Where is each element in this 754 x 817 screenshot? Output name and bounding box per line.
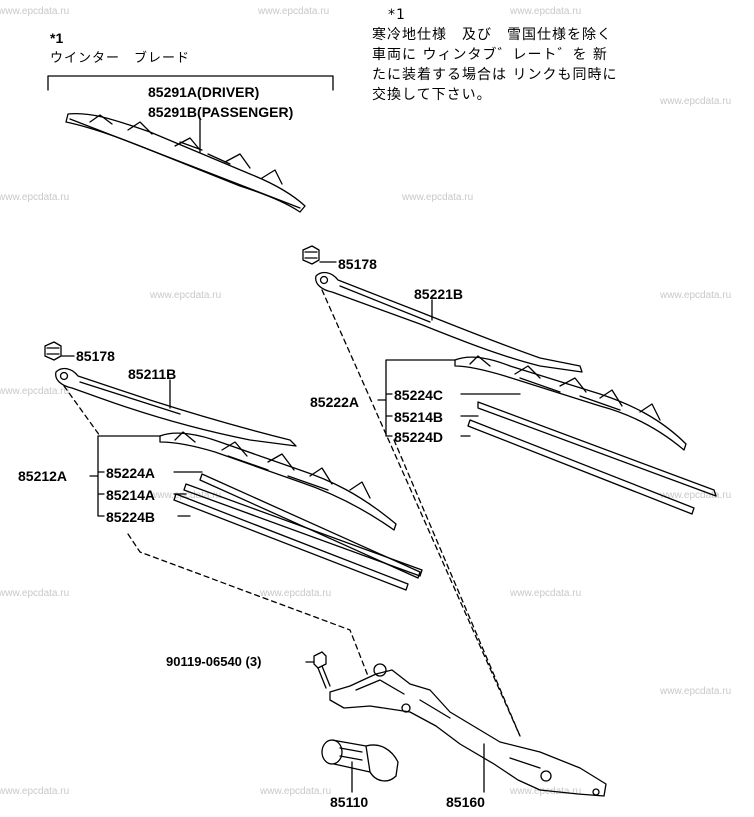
note-line-4: 交換して下さい。 <box>372 87 492 103</box>
part-85222a[interactable]: 85222A <box>310 394 360 410</box>
watermark: www.epcdata.ru <box>402 192 474 203</box>
part-85178-left[interactable]: 85178 <box>76 348 115 364</box>
part-85214b[interactable]: 85214B <box>394 409 444 425</box>
note-marker: *1 <box>388 7 406 23</box>
guide-line-left <box>127 533 369 677</box>
bolt-illustration <box>313 651 331 689</box>
note-line-3: たに装着する場合は リンクも同時に <box>372 67 618 83</box>
watermark: www.epcdata.ru <box>150 490 222 501</box>
rubber-strip-right-2 <box>467 419 695 515</box>
arm-right-illustration <box>315 271 583 373</box>
watermark: www.epcdata.ru <box>258 6 330 17</box>
watermark: www.epcdata.ru <box>510 786 582 797</box>
guide-line-right-2 <box>393 439 521 737</box>
part-85211b[interactable]: 85211B <box>128 366 177 382</box>
watermark: www.epcdata.ru <box>660 490 732 501</box>
watermark: www.epcdata.ru <box>510 6 582 17</box>
cap-left-illustration <box>44 341 62 361</box>
rubber-strip-left-1 <box>199 473 421 579</box>
watermark: www.epcdata.ru <box>660 686 732 697</box>
part-85291b-passenger[interactable]: 85291B(PASSENGER) <box>148 104 294 120</box>
cap-right-illustration <box>302 245 320 265</box>
part-85212a[interactable]: 85212A <box>18 468 68 484</box>
part-85160[interactable]: 85160 <box>446 794 485 810</box>
watermark: www.epcdata.ru <box>0 588 70 599</box>
winter-blade-illustration <box>65 112 306 213</box>
part-85224c[interactable]: 85224C <box>394 387 444 403</box>
watermark: www.epcdata.ru <box>510 588 582 599</box>
part-85291a-driver[interactable]: 85291A(DRIVER) <box>148 84 260 100</box>
watermark: www.epcdata.ru <box>260 786 332 797</box>
rubber-strip-left-3 <box>173 493 409 591</box>
watermark: www.epcdata.ru <box>0 192 70 203</box>
guide-line-left-arm <box>63 385 101 437</box>
winter-blade-title: ウインター ブレード <box>50 51 191 66</box>
arm-left-illustration <box>55 367 297 447</box>
winter-blade-marker: *1 <box>50 30 64 46</box>
part-85214a[interactable]: 85214A <box>106 487 156 503</box>
motor-illustration <box>321 739 399 782</box>
watermark: www.epcdata.ru <box>260 588 332 599</box>
part-85178-right[interactable]: 85178 <box>338 256 377 272</box>
note-line-2: 車両に ウィンタブ゛レート゛を 新 <box>372 47 608 63</box>
link-assembly-illustration <box>329 663 607 797</box>
note-line-1: 寒冷地仕様 及び 雪国仕様を除く <box>372 27 612 43</box>
rubber-strip-left-2 <box>183 483 423 577</box>
watermark: www.epcdata.ru <box>660 290 732 301</box>
part-90119-06540[interactable]: 90119-06540 (3) <box>166 654 262 669</box>
guide-line-right <box>321 289 521 737</box>
watermark: www.epcdata.ru <box>0 6 70 17</box>
blade-assy-left-illustration <box>159 431 397 531</box>
watermark: www.epcdata.ru <box>150 290 222 301</box>
blade-assy-right-illustration <box>454 355 687 451</box>
winter-blade-bracket <box>47 75 334 91</box>
part-85110[interactable]: 85110 <box>330 794 369 810</box>
rubber-strip-right-1 <box>477 401 717 497</box>
watermark: www.epcdata.ru <box>0 786 70 797</box>
watermark: www.epcdata.ru <box>660 96 732 107</box>
part-85221b[interactable]: 85221B <box>414 286 464 302</box>
watermark: www.epcdata.ru <box>0 386 70 397</box>
part-85224b[interactable]: 85224B <box>106 509 156 525</box>
part-85224d[interactable]: 85224D <box>394 429 444 445</box>
part-85224a[interactable]: 85224A <box>106 465 156 481</box>
